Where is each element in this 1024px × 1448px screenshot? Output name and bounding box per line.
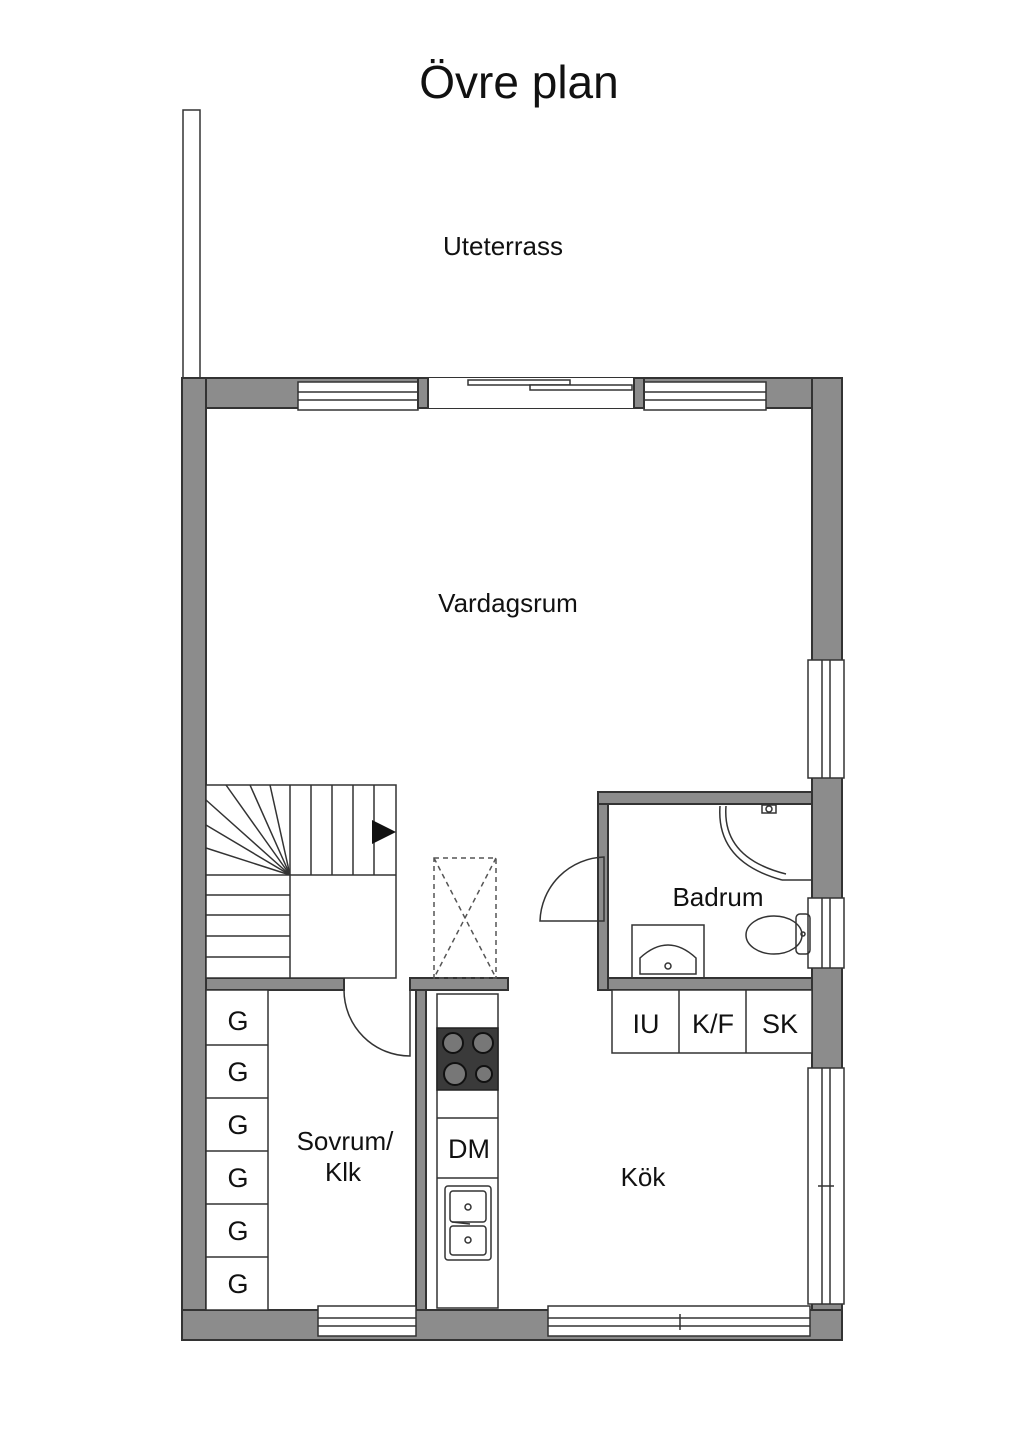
wardrobe-label: G: [227, 1110, 248, 1140]
wardrobe-label: G: [227, 1006, 248, 1036]
exterior-walls: [181, 377, 843, 1341]
room-label-bedroom-line1: Sovrum/: [297, 1126, 395, 1156]
washbasin-icon: [631, 924, 705, 979]
appliance-iu-label: IU: [633, 1009, 660, 1039]
kitchen-counter: [436, 993, 499, 1309]
appliance-sk-label: SK: [762, 1009, 798, 1039]
bedroom-door-swing: [343, 989, 411, 1057]
windows: [297, 381, 845, 1337]
dishwasher-label: DM: [448, 1134, 490, 1164]
wardrobe-label: G: [227, 1163, 248, 1193]
room-label-bathroom: Badrum: [672, 882, 763, 912]
wardrobe-label: G: [227, 1216, 248, 1246]
toilet-icon: [745, 913, 811, 955]
appliance-kf-label: K/F: [692, 1009, 734, 1039]
stair-direction-arrow-icon: [372, 820, 396, 844]
plan-title: Övre plan: [419, 56, 618, 108]
wardrobe-label: G: [227, 1269, 248, 1299]
bathroom-door-swing: [539, 856, 605, 922]
room-label-bedroom-line2: Klk: [325, 1157, 362, 1187]
terrace-railing: [182, 109, 201, 379]
kitchen-sink-icon: [444, 1185, 492, 1261]
staircase: [205, 784, 397, 979]
wardrobe-column: [205, 989, 269, 1311]
room-label-kitchen: Kök: [621, 1162, 667, 1192]
room-label-terrace: Uteterrass: [443, 231, 563, 261]
terrace-sliding-door: [417, 377, 645, 409]
appliance-row: [611, 989, 813, 1054]
attic-hatch: [433, 857, 497, 979]
wardrobe-label: G: [227, 1057, 248, 1087]
room-label-living: Vardagsrum: [438, 588, 578, 618]
shower-icon: [719, 804, 812, 881]
